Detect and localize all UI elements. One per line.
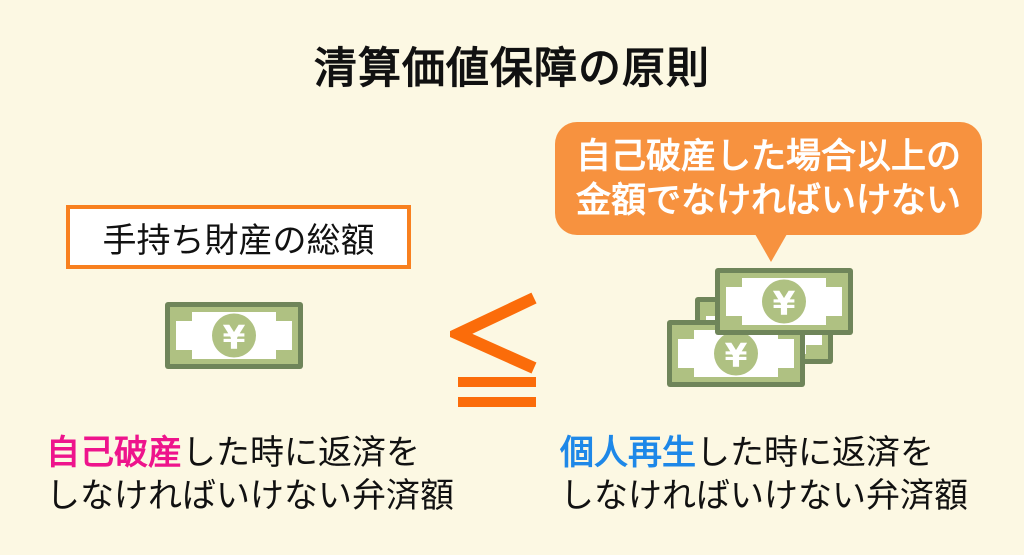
speech-bubble: 自己破産した場合以上の 金額でなければいけない — [555, 122, 982, 262]
rehabilitation-highlight: 個人再生 — [560, 434, 696, 472]
yen-symbol: ¥ — [223, 318, 246, 357]
bankruptcy-caption-line2: しなければいけない弁済額 — [46, 477, 454, 515]
page-title: 清算価値保障の原則 — [314, 45, 710, 93]
bankruptcy-caption-line1: 自己破産した時に返済を — [46, 432, 454, 475]
yen-banknote-icon: ¥ — [715, 268, 853, 335]
bankruptcy-caption: 自己破産した時に返済を しなければいけない弁済額 — [46, 432, 454, 518]
yen-symbol: ¥ — [773, 284, 796, 323]
asset-total-label: 手持ち財産の総額 — [102, 221, 375, 260]
rehabilitation-caption-line2: しなければいけない弁済額 — [560, 477, 968, 515]
yen-symbol: ¥ — [725, 336, 748, 375]
rehabilitation-caption-line1: 個人再生した時に返済を — [560, 432, 968, 475]
bankruptcy-highlight: 自己破産 — [46, 434, 182, 472]
speech-bubble-tail — [755, 234, 787, 262]
speech-bubble-line1: 自己破産した場合以上の — [575, 136, 961, 176]
rehabilitation-line1-rest: した時に返済を — [696, 434, 934, 472]
bankruptcy-line1-rest: した時に返済を — [182, 434, 420, 472]
asset-total-box: 手持ち財産の総額 — [66, 205, 411, 269]
less-than-or-equal-icon — [450, 292, 537, 407]
speech-bubble-line2: 金額でなければいけない — [575, 180, 961, 220]
yen-banknote-icon: ¥ — [165, 302, 303, 369]
rehabilitation-caption: 個人再生した時に返済を しなければいけない弁済額 — [560, 432, 968, 518]
